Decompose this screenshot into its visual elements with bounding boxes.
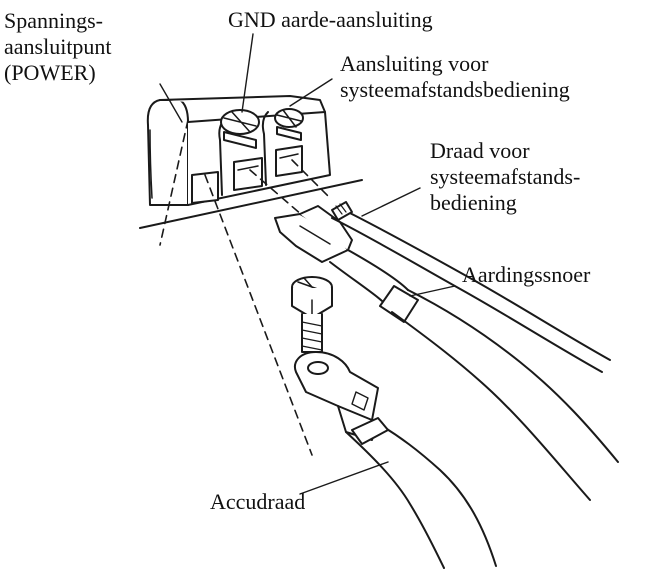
label-gnd-line-1: GND aarde-aansluiting [228,7,433,32]
label-battery-wire: Accudraad [210,489,305,515]
label-ground-cord-line-1: Aardingssnoer [462,262,591,287]
remote-wire [331,201,611,373]
battery-ring-terminal [294,351,379,441]
label-remote-terminal-line-2: systeemafstandsbediening [340,77,570,102]
label-gnd: GND aarde-aansluiting [228,7,433,33]
label-ground-cord: Aardingssnoer [462,262,590,288]
label-remote-wire-line-2: systeemafstands- [430,164,581,189]
battery-wire [345,417,497,569]
bolt [291,276,333,353]
label-battery-wire-line-1: Accudraad [210,489,306,514]
label-remote-terminal-line-1: Aansluiting voor [340,51,489,76]
label-power-line-2: aansluitpunt [4,34,112,59]
label-power-line-1: Spannings- [4,8,103,33]
leader-lines [159,33,456,495]
guide-lines [159,119,331,456]
label-remote-terminal: Aansluiting voor systeemafstandsbedienin… [340,51,570,103]
label-power: Spannings- aansluitpunt (POWER) [4,8,112,86]
ground-cord [329,249,619,501]
label-remote-wire: Draad voor systeemafstands- bediening [430,138,580,216]
label-remote-wire-line-3: bediening [430,190,517,215]
label-power-line-3: (POWER) [4,60,96,85]
label-remote-wire-line-1: Draad voor [430,138,530,163]
terminal-block [139,95,363,229]
gnd-fork-terminal [274,205,353,263]
